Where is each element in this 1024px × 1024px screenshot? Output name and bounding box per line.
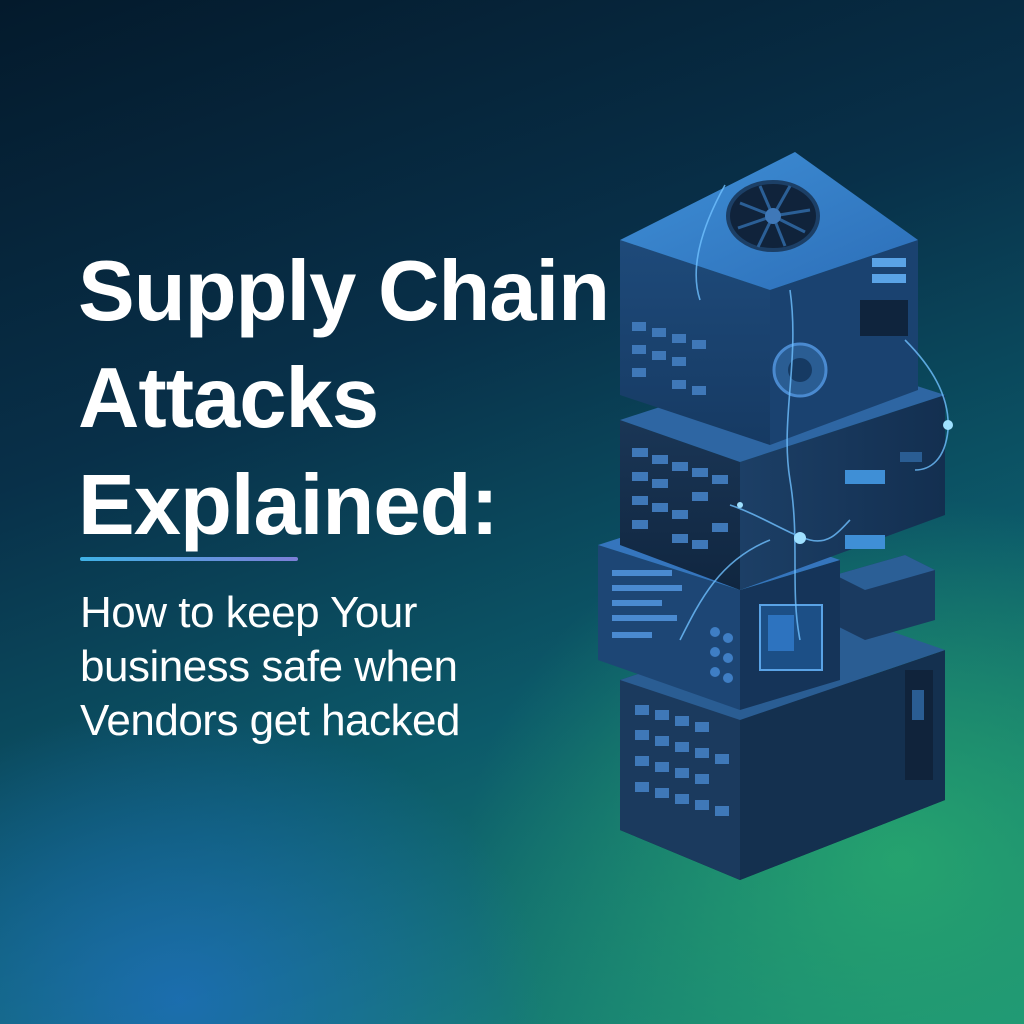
server-box-top [620,152,918,445]
subtitle-line-1: How to keep Your [80,588,417,637]
subtitle: How to keep Your business safe when Vend… [80,586,640,748]
subtitle-line-3: Vendors get hacked [80,696,460,745]
subtitle-line-2: business safe when [80,642,458,691]
server-box-side [835,555,935,640]
headline-line-2: Attacks [78,351,379,446]
headline-line-3: Explained: [78,458,499,553]
headline: Supply Chain Attacks Explained: [78,238,778,559]
fan-icon [726,180,820,252]
divider [80,557,298,561]
headline-line-1: Supply Chain [78,244,610,339]
glow-node [737,420,953,544]
